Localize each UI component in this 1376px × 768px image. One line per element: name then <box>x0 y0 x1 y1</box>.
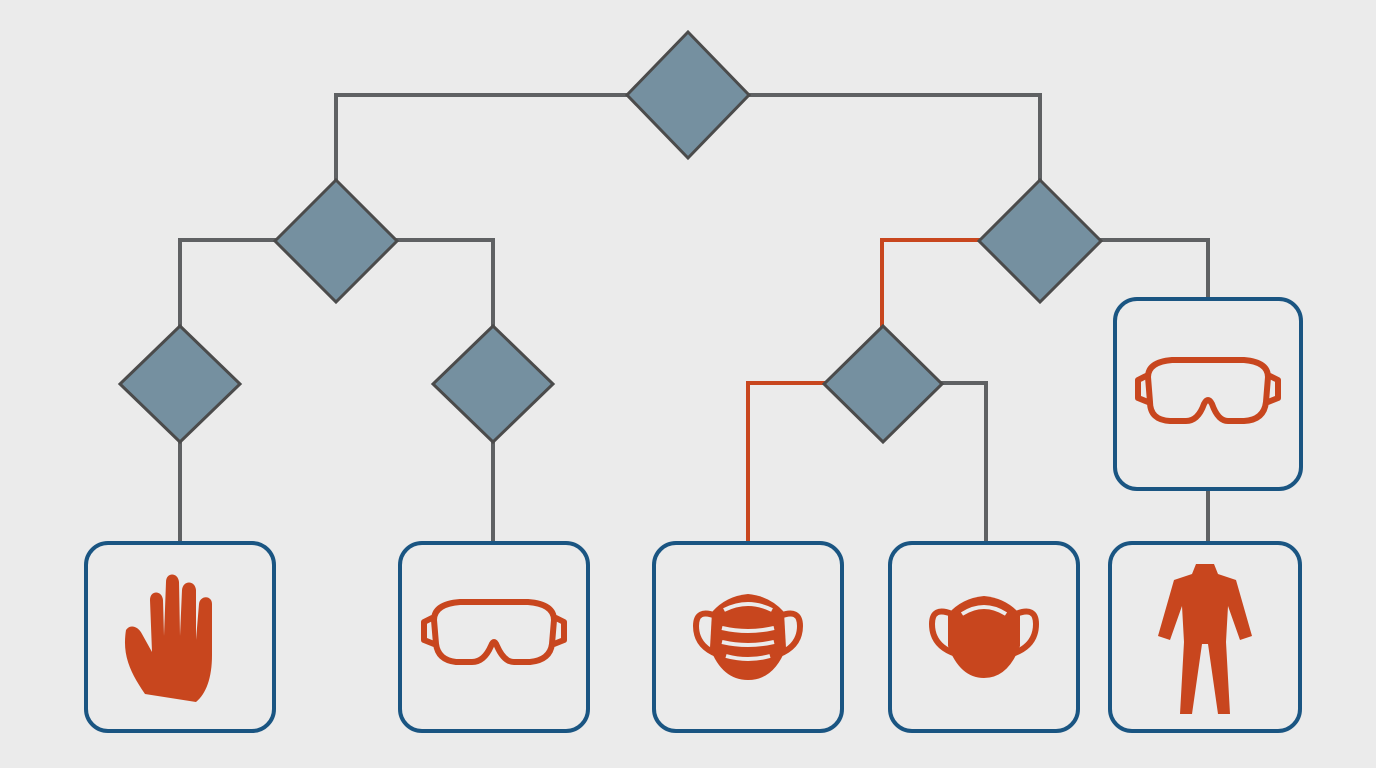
connector-root-left <box>334 93 630 182</box>
n95-mask-icon <box>929 596 1039 678</box>
connector-root-right <box>746 93 1042 182</box>
hand-icon <box>124 574 212 702</box>
connector-left-leftright <box>394 238 495 327</box>
outcome-gloves <box>84 541 276 733</box>
goggles-icon <box>421 599 567 665</box>
decision-left <box>272 177 400 305</box>
connector-left-leftleft <box>178 238 278 327</box>
decision-right-left <box>821 323 945 445</box>
decision-left-left <box>117 323 243 445</box>
decision-nodes <box>117 29 1104 445</box>
coverall-icon <box>1158 564 1252 714</box>
decision-left-right <box>430 323 556 445</box>
outcome-n95-mask <box>888 541 1080 733</box>
outcome-respirator-mask <box>652 541 844 733</box>
decision-root <box>624 29 752 161</box>
connector-right-rightleft-highlight <box>880 238 982 328</box>
connector-right-goggles-upper <box>1098 238 1210 300</box>
connector-rightleft-respirator-highlight <box>746 381 828 544</box>
outcome-box-goggles-upper <box>1113 297 1303 491</box>
goggles-icon <box>1135 357 1281 424</box>
decision-right <box>976 177 1104 305</box>
outcome-goggles <box>398 541 590 733</box>
outcome-coverall <box>1108 541 1302 733</box>
outcome-box-goggles <box>398 541 590 733</box>
connectors <box>178 93 1210 544</box>
pleated-mask-icon <box>693 594 803 680</box>
connector-rightleft-n95 <box>940 381 988 544</box>
outcome-goggles-upper <box>1113 297 1303 491</box>
